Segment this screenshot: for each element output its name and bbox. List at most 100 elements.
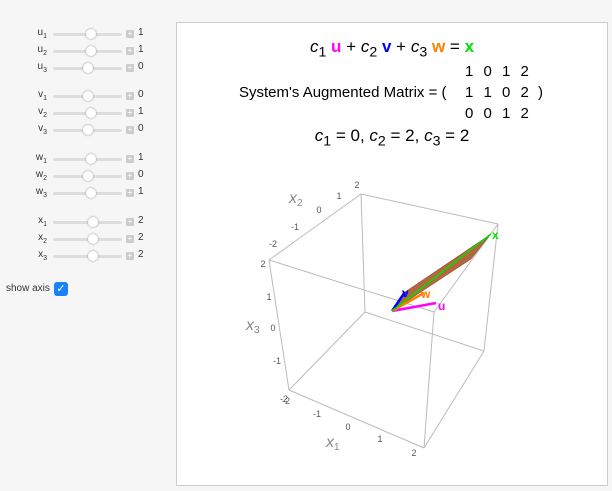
expand-icon[interactable]: + — [126, 46, 134, 55]
slider-thumb[interactable] — [82, 63, 93, 73]
slider-label: u3 — [37, 61, 47, 74]
x2-tick-label: 2 — [354, 180, 359, 190]
slider-v2: v2 + 1 — [0, 106, 170, 120]
slider-thumb[interactable] — [85, 108, 96, 118]
expand-icon[interactable]: + — [126, 234, 134, 243]
u-label: u — [331, 37, 342, 56]
slider-value: 2 — [138, 249, 144, 260]
expand-icon[interactable]: + — [126, 125, 134, 134]
slider-track[interactable] — [53, 188, 122, 198]
slider-label: v2 — [38, 106, 47, 119]
box-edge — [423, 311, 435, 449]
box-edge — [288, 389, 425, 449]
show-axis-checkbox[interactable]: ✓ — [54, 282, 68, 296]
box-edge — [364, 311, 485, 352]
slider-track[interactable] — [53, 108, 122, 118]
slider-v1: v1 + 0 — [0, 89, 170, 103]
slider-track[interactable] — [53, 91, 122, 101]
box-edge — [423, 350, 485, 449]
w-vector-label: w — [420, 287, 431, 301]
slider-label: x3 — [38, 249, 47, 262]
slider-track[interactable] — [53, 63, 122, 73]
slider-thumb[interactable] — [85, 46, 96, 56]
slider-label: v3 — [38, 123, 47, 136]
expand-icon[interactable]: + — [126, 154, 134, 163]
slider-value: 0 — [138, 61, 144, 72]
slider-thumb[interactable] — [82, 91, 93, 101]
slider-value: 1 — [138, 152, 144, 163]
slider-track[interactable] — [53, 234, 122, 244]
slider-value: 0 — [138, 89, 144, 100]
matrix-row-2: 1 1 0 2 — [465, 84, 529, 101]
x2-axis-label: x2 — [288, 190, 303, 209]
expand-icon[interactable]: + — [126, 171, 134, 180]
slider-track[interactable] — [53, 171, 122, 181]
x3-tick-label: 0 — [270, 323, 275, 333]
v-label: v — [381, 37, 392, 56]
slider-u1: u1 + 1 — [0, 27, 170, 41]
expand-icon[interactable]: + — [126, 251, 134, 260]
x2-tick-label: -1 — [291, 222, 299, 232]
slider-w2: w2 + 0 — [0, 169, 170, 183]
box-edge — [268, 259, 290, 391]
slider-thumb[interactable] — [88, 251, 99, 261]
expand-icon[interactable]: + — [126, 217, 134, 226]
slider-label: u1 — [37, 27, 47, 40]
slider-x2: x2 + 2 — [0, 232, 170, 246]
x2-tick-label: 0 — [316, 205, 321, 215]
x3-tick-label: -2 — [280, 394, 288, 404]
slider-thumb[interactable] — [88, 234, 99, 244]
slider-value: 1 — [138, 106, 144, 117]
slider-value: 0 — [138, 169, 144, 180]
expand-icon[interactable]: + — [126, 188, 134, 197]
slider-track[interactable] — [53, 46, 122, 56]
slider-label: w3 — [35, 186, 47, 199]
x2-tick-label: -2 — [269, 239, 277, 249]
expand-icon[interactable]: + — [126, 29, 134, 38]
expand-icon[interactable]: + — [126, 91, 134, 100]
matrix-close: ) — [538, 84, 543, 101]
slider-label: u2 — [37, 44, 47, 57]
slider-label: x2 — [38, 232, 47, 245]
slider-thumb[interactable] — [88, 217, 99, 227]
x2-tick-label: 1 — [336, 191, 341, 201]
slider-w1: w1 + 1 — [0, 152, 170, 166]
x1-tick-label: 2 — [411, 448, 416, 458]
u-vector — [391, 301, 437, 313]
slider-track[interactable] — [53, 217, 122, 227]
x3-tick-label: -1 — [273, 356, 281, 366]
slider-thumb[interactable] — [85, 188, 96, 198]
slider-track[interactable] — [53, 154, 122, 164]
slider-label: w1 — [35, 152, 47, 165]
u-vector-label: u — [438, 299, 445, 313]
box-edge — [268, 193, 362, 261]
x1-tick-label: 0 — [345, 422, 350, 432]
slider-track[interactable] — [53, 125, 122, 135]
slider-thumb[interactable] — [85, 154, 96, 164]
box-edge — [268, 259, 435, 313]
x3-axis-label: x3 — [245, 317, 260, 336]
slider-value: 1 — [138, 27, 144, 38]
vector-equation: c1 u + c2 v + c3 w = x — [309, 37, 475, 61]
x-vector-label: x — [492, 228, 499, 242]
v-vector-label: v — [402, 286, 409, 300]
slider-x1: x1 + 2 — [0, 215, 170, 229]
expand-icon[interactable]: + — [126, 108, 134, 117]
slider-track[interactable] — [53, 29, 122, 39]
slider-thumb[interactable] — [82, 171, 93, 181]
slider-value: 0 — [138, 123, 144, 134]
box-edge — [483, 223, 499, 352]
slider-value: 2 — [138, 232, 144, 243]
box-edge — [288, 311, 366, 391]
slider-x3: x3 + 2 — [0, 249, 170, 263]
slider-label: w2 — [35, 169, 47, 182]
slider-thumb[interactable] — [85, 29, 96, 39]
slider-thumb[interactable] — [82, 125, 93, 135]
slider-track[interactable] — [53, 251, 122, 261]
matrix-label: System's Augmented Matrix = ( — [239, 84, 447, 101]
show-axis-label: show axis — [6, 283, 50, 294]
expand-icon[interactable]: + — [126, 63, 134, 72]
matrix-row-1: 1 0 1 2 — [465, 63, 529, 80]
x3-tick-label: 1 — [266, 292, 271, 302]
